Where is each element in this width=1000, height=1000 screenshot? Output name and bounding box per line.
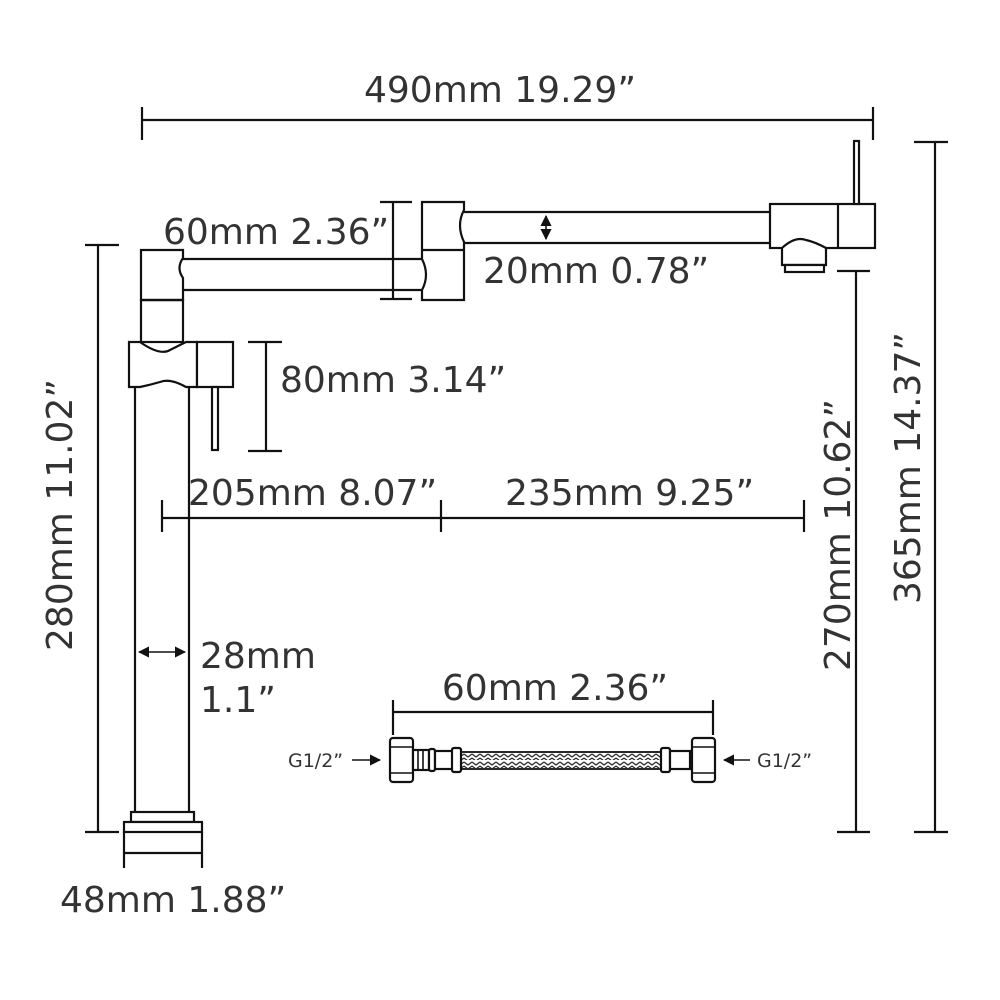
spout-height-dimension: 270mm 10.62” [818,269,870,834]
handle-height-dimension: 80mm 3.14” [248,340,506,453]
arm-one [183,200,466,302]
arm-one-length-label: 205mm 8.07” [188,473,437,514]
handle-height-label: 80mm 3.14” [280,360,506,401]
arm-diameter-label: 20mm 0.78” [483,251,709,292]
body-height-label: 280mm 11.02” [40,379,81,651]
body-width-dimension: 28mm 1.1” [137,636,316,721]
body-width-in-label: 1.1” [200,680,276,721]
total-height-dimension: 365mm 14.37” [888,140,948,834]
joint-height-dimension: 60mm 2.36” [163,200,412,301]
left-thread-label: G1/2” [288,750,343,772]
body-height-dimension: 280mm 11.02” [40,243,119,834]
hose-length-label: 60mm 2.36” [442,668,668,709]
right-thread-callout: G1/2” [722,750,812,772]
arm-two-length-label: 235mm 9.25” [505,473,754,514]
total-height-label: 365mm 14.37” [888,332,929,604]
arm-length-dimension: 205mm 8.07” 235mm 9.25” [160,473,806,532]
right-thread-label: G1/2” [757,750,812,772]
braided-hose [388,736,717,784]
spout-head [768,139,877,274]
base-diameter-label: 48mm 1.88” [60,880,286,921]
overall-width-dimension: 490mm 19.29” [140,70,875,140]
overall-width-label: 490mm 19.29” [364,70,636,111]
spout-height-label: 270mm 10.62” [818,399,859,671]
faucet-body [122,248,235,868]
arm-two [464,210,770,245]
body-width-mm-label: 28mm [200,636,316,677]
left-thread-callout: G1/2” [288,750,382,772]
hose-dimension: 60mm 2.36” [391,668,715,735]
joint-height-label: 60mm 2.36” [163,212,389,253]
